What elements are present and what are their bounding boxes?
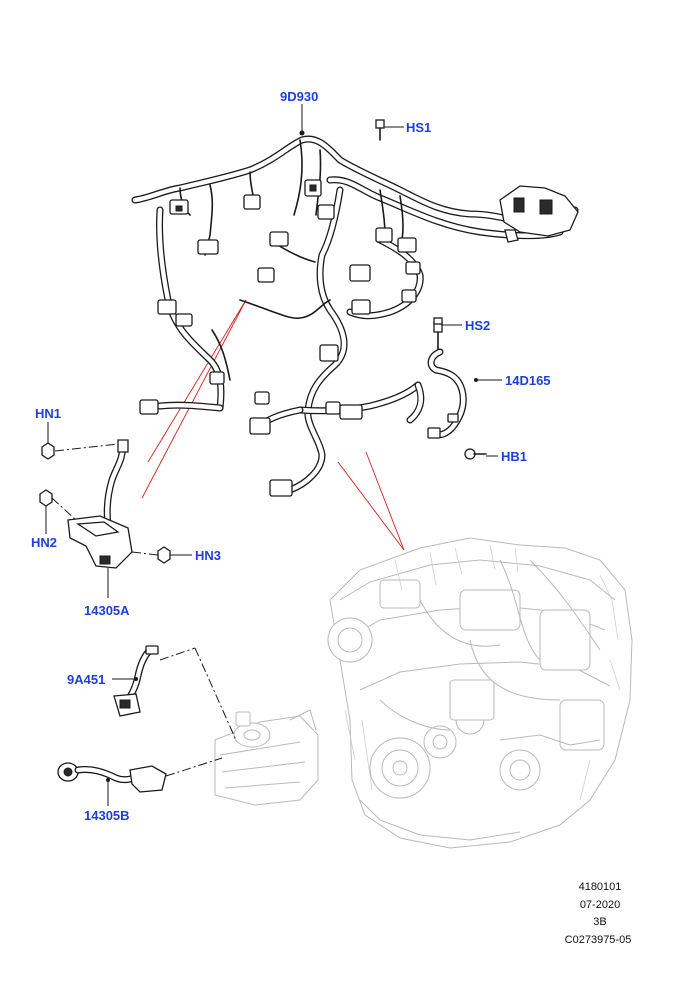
drawing-reference: 4180101 07-2020 3B C0273975-05 (565, 881, 632, 946)
callout-labels: 9D930 HS1 HS2 14D165 HB1 HN1 HN2 HN3 143… (31, 89, 551, 823)
callout-hs1[interactable]: HS1 (406, 120, 431, 135)
callout-14d165[interactable]: 14D165 (505, 373, 551, 388)
callout-hn3[interactable]: HN3 (195, 548, 221, 563)
main-engine-harness (131, 130, 579, 497)
battery-cable-14305b (57, 762, 167, 793)
callout-hn1[interactable]: HN1 (35, 406, 61, 421)
hs1-stud-icon (375, 119, 385, 129)
reference-date: 07-2020 (580, 899, 620, 911)
reference-revision: 3B (593, 916, 606, 928)
reference-lines (141, 299, 405, 551)
leader-lines (45, 104, 502, 806)
starter-lead-9a451 (113, 645, 159, 717)
battery-cable-14305a (67, 439, 133, 569)
hn2-nut-icon (39, 489, 53, 507)
reference-code: C0273975-05 (565, 934, 632, 946)
callout-14305b[interactable]: 14305B (84, 808, 130, 823)
reference-number: 4180101 (579, 881, 622, 893)
hn3-nut-icon (157, 546, 171, 564)
starter-motor-illustration (214, 709, 319, 806)
engine-illustration (327, 537, 633, 849)
hn1-nut-icon (41, 442, 55, 460)
sensor-harness-14d165 (427, 321, 467, 439)
callout-9a451[interactable]: 9A451 (67, 672, 105, 687)
callout-hs2[interactable]: HS2 (465, 318, 490, 333)
callout-hb1[interactable]: HB1 (501, 449, 527, 464)
fixings (39, 119, 487, 564)
callout-hn2[interactable]: HN2 (31, 535, 57, 550)
callout-9d930[interactable]: 9D930 (280, 89, 318, 104)
hs2-stud-icon (433, 317, 443, 325)
assembly-lines (51, 443, 237, 777)
callout-14305a[interactable]: 14305A (84, 603, 130, 618)
